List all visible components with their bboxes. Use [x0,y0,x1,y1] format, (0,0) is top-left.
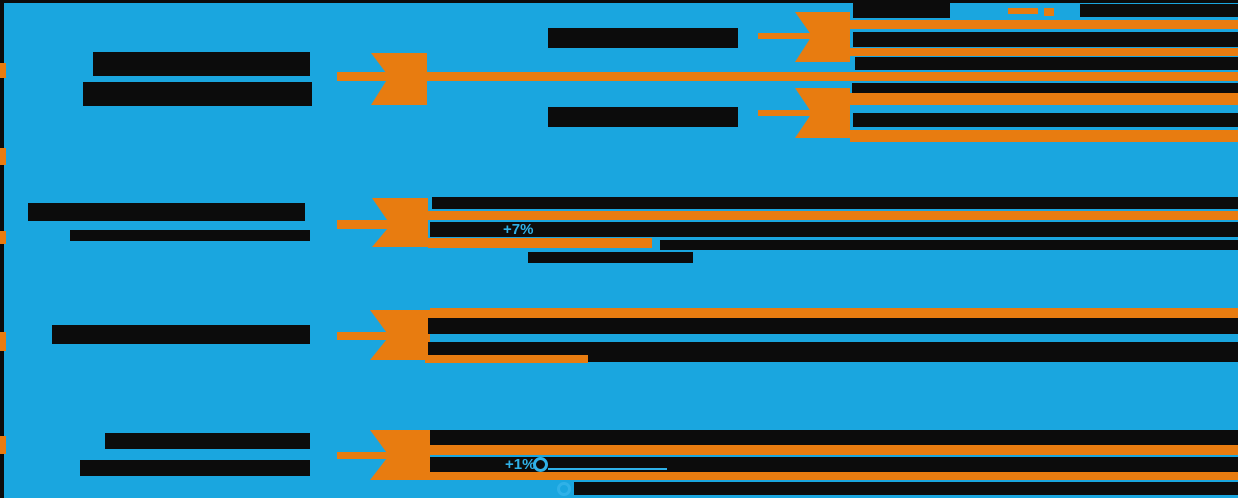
r1-text-bar-2 [853,32,1238,47]
arrow3-fletch-top [370,310,430,332]
row1-mid-label-2 [548,107,738,127]
arrow2b-fletch-top [795,88,850,110]
r4-orange-band-1 [428,445,1238,455]
r1-text-bar-3 [855,57,1238,70]
main-arrow-shaft [337,72,1238,81]
r2-text-bar-1 [432,197,1238,209]
row2-text-bar-2 [70,230,310,241]
r2-text-bar-2 [430,222,1238,237]
r4-orange-band-2 [428,472,1238,480]
arrow2-fletch-top [372,198,428,220]
r2-increase-label: +7% [503,221,534,238]
left-edge-strip [0,3,4,498]
row3-text-bar-1 [52,325,310,344]
left-edge-notch-5 [0,436,6,454]
r2-orange-band-1 [428,211,1238,220]
row1-title-bar-2 [83,82,312,106]
r3-text-bar-2b [588,355,1238,362]
arrow4-fletch-top [370,430,430,452]
row1-title-bar-1 [93,52,310,76]
r1-orange-comma [1044,8,1054,16]
r1-orange-band-3 [850,93,1238,105]
row4-text-bar-2 [80,460,310,476]
r1-orange-band-1 [850,20,1238,29]
r4-ring-glyph-1 [533,457,548,472]
r1-orange-band-4 [850,130,1238,142]
small-arrow-shaft-2 [758,110,850,116]
left-edge-notch-4 [0,332,6,351]
small-arrow-shaft-1 [758,33,850,39]
row1-mid-label-1 [548,28,738,48]
left-edge-notch-1 [0,63,6,78]
r1-text-bar-1b [1080,4,1238,17]
left-edge-notch-2 [0,148,6,165]
r1-text-bar-5 [853,113,1238,127]
r4-text-bar-3 [574,482,1238,495]
r4-blue-underline [548,468,667,470]
r3-orange-band-2 [425,355,588,363]
arrow2-fletch-bottom [372,229,428,247]
arrow2a-fletch-top [795,12,850,33]
arrow2a-fletch-bottom [795,39,850,62]
arrow2b-fletch-bottom [795,116,850,138]
r4-text-bar-1 [430,430,1238,445]
r2-orange-band-2 [428,238,652,248]
r1-orange-band-2 [850,48,1238,56]
r4-increase-label: +1% [505,456,536,473]
r1-text-bar-1a [853,3,950,18]
left-edge-notch-3 [0,231,6,244]
r1-text-bar-4 [852,83,1238,93]
r4-ring-glyph-2 [557,482,571,496]
r3-text-bar-1 [428,318,1238,334]
row2-text-bar-1 [28,203,305,221]
r3-text-bar-2 [428,342,1238,355]
r3-orange-band-1 [430,308,1238,318]
arrow1-fletch-bottom [371,81,427,105]
arrow3-fletch-bottom [370,340,430,360]
row2-arrow-shaft [337,220,428,229]
r1-orange-fragment [1008,8,1038,14]
arrow4-fletch-bottom [370,459,430,480]
row4-arrow-shaft [337,452,430,459]
row3-arrow-shaft [337,332,430,340]
arrow1-fletch-top [371,53,427,73]
row4-text-bar-1 [105,433,310,449]
r2-text-bar-2b [660,240,1238,250]
r2-text-bar-3 [528,252,693,263]
top-hairline [0,0,1238,3]
